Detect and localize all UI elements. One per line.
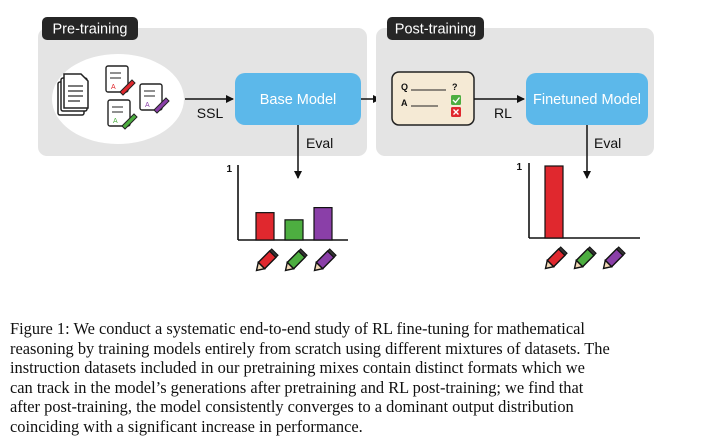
rl-label: RL (494, 105, 512, 121)
caption-line: after post-training, the model consisten… (10, 397, 574, 417)
caption-line: can track in the model’s generations aft… (10, 377, 584, 397)
pencil-icon (544, 246, 568, 270)
document-green-icon: A (107, 99, 138, 130)
svg-text:A: A (113, 118, 118, 125)
finetuned-model-label: Finetuned Model (533, 92, 641, 108)
bar-green-format (284, 219, 304, 241)
finetuned-model-box (526, 73, 648, 125)
pretraining-badge-label: Pre-training (53, 22, 128, 38)
pretraining-eval-label: Eval (306, 135, 333, 151)
caption-line: reasoning by training models entirely fr… (10, 338, 610, 358)
base-model-box (235, 73, 361, 125)
svg-text:A: A (111, 84, 116, 91)
pretraining-panel: Pre-training A (38, 17, 367, 156)
svg-text:?: ? (452, 82, 458, 92)
pencil-icon (255, 248, 279, 272)
pretraining-documents: A A A (52, 54, 184, 144)
pencil-icon (573, 246, 597, 270)
posttraining-badge-label: Post-training (395, 22, 476, 38)
caption-line: coinciding with a significant increase i… (10, 416, 363, 436)
bar-red-format (544, 165, 564, 239)
posttraining-chart: 1 (516, 162, 640, 270)
overview-figure: Pre-training A (38, 17, 654, 272)
svg-text:A: A (145, 102, 150, 109)
pencil-icon (284, 248, 308, 272)
document-purple-icon: A (139, 83, 170, 114)
posttraining-axis-tick: 1 (516, 162, 522, 173)
pencil-icon (313, 248, 337, 272)
svg-text:Q: Q (401, 82, 408, 92)
figure-caption: Figure 1: We conduct a systematic end-to… (10, 319, 710, 437)
pretraining-chart: 1 (226, 164, 348, 272)
svg-text:A: A (401, 98, 408, 108)
posttraining-panel: Post-training Q ? A RL Finetuned Model (376, 17, 654, 156)
posttraining-eval-label: Eval (594, 135, 621, 151)
document-stack-icon (57, 73, 89, 116)
bar-purple-format (313, 207, 333, 241)
posttraining-badge (387, 17, 484, 40)
pretraining-badge (42, 17, 138, 40)
caption-line: instruction datasets included in our pre… (10, 358, 585, 378)
check-icon (451, 95, 461, 105)
caption-line: Figure 1: We conduct a systematic end-to… (10, 319, 585, 338)
document-red-icon: A (105, 65, 136, 96)
base-model-label: Base Model (260, 92, 337, 108)
pencil-icon (602, 246, 626, 270)
ssl-label: SSL (197, 105, 224, 121)
quiz-card-icon: Q ? A (391, 71, 475, 126)
pretraining-axis-tick: 1 (226, 164, 232, 175)
bar-red-format (255, 212, 275, 241)
